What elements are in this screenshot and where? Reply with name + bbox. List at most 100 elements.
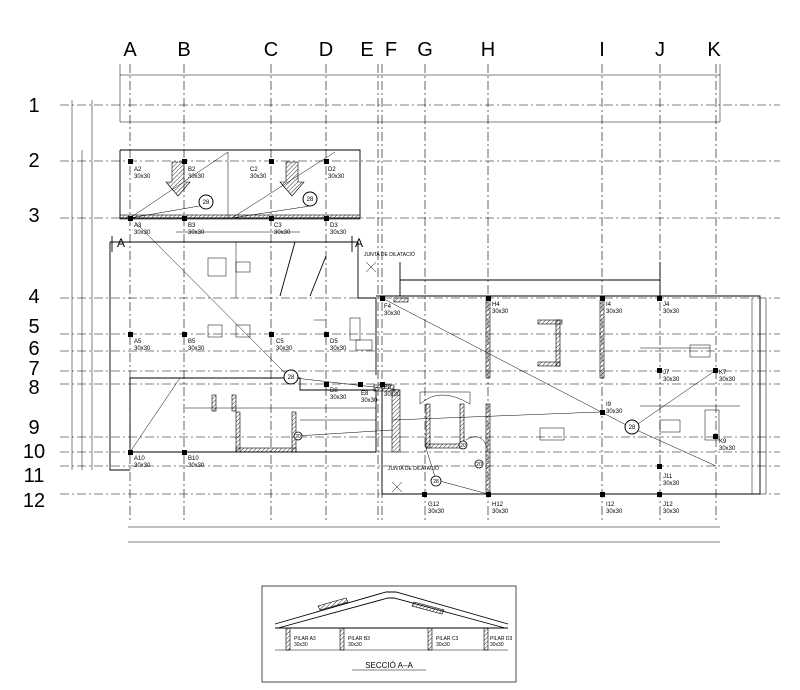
pillar-size: 30x30: [492, 309, 509, 315]
diagonal-beams: [129, 151, 717, 495]
slope-arrows: [165, 161, 305, 197]
pillar-id: D8: [330, 388, 338, 394]
pillar-size: 30x30: [134, 230, 151, 236]
pillar-size: 30x30: [606, 409, 623, 415]
pillar-id: K7: [719, 370, 727, 376]
section-pillar-size: 30x30: [490, 642, 504, 648]
pillar-id: J7: [663, 370, 670, 376]
beam-small-tag-label: 20: [295, 434, 301, 440]
pillar-id: A2: [134, 167, 142, 173]
pillar-id: C2: [250, 167, 258, 173]
pillar-size: 30x30: [384, 392, 401, 398]
pillar-id: J4: [663, 302, 670, 308]
pillar-size: 30x30: [663, 377, 680, 383]
section-pillar-label: PILAR C3: [436, 636, 458, 642]
pillar-size: 30x30: [492, 509, 509, 515]
section-marker-right: A: [355, 236, 363, 250]
pillar-id: I9: [606, 402, 612, 408]
grid-column-label: D: [319, 39, 333, 61]
pillar-id: J11: [663, 474, 673, 480]
pillar-id: I4: [606, 302, 612, 308]
pillar-id: B10: [188, 456, 199, 462]
grid-row-label: 2: [28, 150, 39, 172]
pillar-size: 30x30: [606, 309, 623, 315]
beam-small-tag-label: 20: [460, 443, 466, 449]
pillar-size: 30x30: [663, 481, 680, 487]
grid-row-label: 9: [28, 417, 39, 439]
pillar-id: G12: [428, 502, 440, 508]
pillar-size: 30x30: [250, 174, 267, 180]
grid-column-label: F: [385, 39, 397, 61]
pillar-size: 30x30: [606, 509, 623, 515]
pillar-size: 30x30: [188, 174, 205, 180]
grid-column-labels: A B C D E F G H I J K: [123, 39, 721, 61]
pillar-size: 30x30: [134, 174, 151, 180]
pillar-id: A5: [134, 339, 142, 345]
beam-tag-label: 28: [288, 375, 295, 381]
section-a-a: PILAR A3 30x30 PILAR B3 30x30 PILAR C3 3…: [261, 585, 517, 683]
beam-tag-label: 28: [203, 200, 210, 206]
grid-column-label: H: [481, 39, 495, 61]
grid-row-label: 1: [28, 95, 39, 117]
pillar-size: 30x30: [330, 395, 347, 401]
pillar-size: 30x30: [276, 346, 293, 352]
grid-column-label: K: [707, 39, 721, 61]
expansion-joint-label: JUNTA DE DILATACIÓ: [364, 251, 415, 258]
pillar-id: E8: [361, 391, 369, 397]
pillar-size: 30x30: [663, 509, 680, 515]
beam-tags: 28 28 28 28 28 20 20 20: [198, 191, 640, 487]
pillar-size: 30x30: [719, 377, 736, 383]
pillar-size: 30x30: [188, 463, 205, 469]
grid-column-label: C: [264, 39, 278, 61]
expansion-joint-label: JUNTA DE DILATACIÓ: [388, 465, 439, 472]
grid-column-label: B: [177, 39, 190, 61]
grid-row-labels: 1 2 3 4 5 6 7 8 9 10 11 12: [23, 95, 45, 512]
pillar-size: 30x30: [330, 346, 347, 352]
pillar-size: 30x30: [188, 230, 205, 236]
section-markers: A A: [111, 236, 363, 252]
pillar-markers: [128, 159, 718, 497]
pillar-id: C3: [274, 223, 282, 229]
pillar-size: 30x30: [428, 509, 445, 515]
pillar-id: C5: [276, 339, 284, 345]
pillar-size: 30x30: [330, 230, 347, 236]
grid-row-label: 12: [23, 490, 45, 512]
beam-tag-label: 28: [307, 197, 314, 203]
section-pillar-size: 30x30: [294, 642, 308, 648]
grid-row-label: 8: [28, 377, 39, 399]
pillar-id: K9: [719, 439, 727, 445]
pillar-id: F4: [384, 304, 392, 310]
dimension-lines: [71, 64, 767, 543]
grid-row-label: 4: [28, 286, 39, 308]
grid-column-label: A: [123, 39, 137, 61]
expansion-joints: JUNTA DE DILATACIÓ JUNTA DE DILATACIÓ: [364, 251, 439, 493]
section-pillar-size: 30x30: [348, 642, 362, 648]
pillar-id: H12: [492, 502, 504, 508]
grid-row-label: 7: [28, 358, 39, 380]
pillar-size: 30x30: [719, 446, 736, 452]
pillar-id: B2: [188, 167, 196, 173]
pillar-size: 30x30: [361, 398, 378, 404]
pillar-size: 30x30: [134, 346, 151, 352]
pillar-size: 30x30: [188, 346, 205, 352]
pillar-id: A10: [134, 456, 145, 462]
grid-row-label: 5: [28, 316, 39, 338]
pillar-id: H4: [492, 302, 500, 308]
pillar-size: 30x30: [663, 309, 680, 315]
beam-tag-label: 28: [629, 425, 636, 431]
pillar-size: 30x30: [384, 311, 401, 317]
pillar-size: 30x30: [328, 174, 345, 180]
section-pillar-label: PILAR D3: [490, 636, 512, 642]
pillar-size: 30x30: [134, 463, 151, 469]
pillar-id: F8: [384, 385, 392, 391]
pillar-id: D3: [330, 223, 338, 229]
section-pillar-label: PILAR A3: [294, 636, 316, 642]
grid-row-label: 6: [28, 338, 39, 360]
pillar-id: D2: [328, 167, 336, 173]
section-pillar-size: 30x30: [436, 642, 450, 648]
grid-column-label: I: [599, 39, 605, 61]
pillar-id: B5: [188, 339, 196, 345]
pillar-size: 30x30: [274, 230, 291, 236]
grid-row-label: 10: [23, 441, 45, 463]
